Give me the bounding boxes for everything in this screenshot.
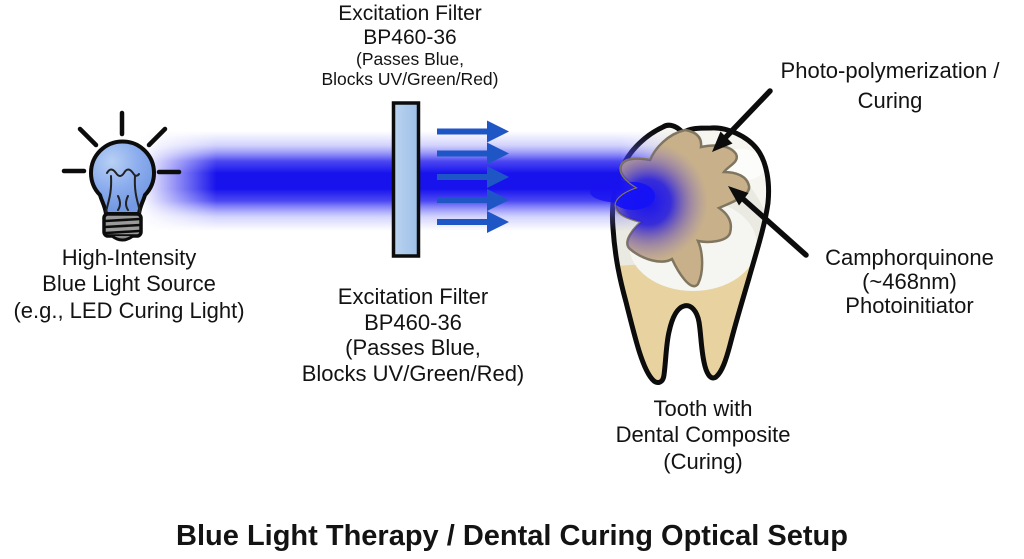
blue-beam [140,131,705,231]
light-source-label: High-Intensity Blue Light Source (e.g., … [0,245,264,324]
filter-label-line: Blocks UV/Green/Red) [321,69,499,90]
filter-label-line: (Passes Blue, [356,49,464,70]
beam-arrow [437,189,509,211]
excitation-filter-label-top: Excitation Filter BP460-36 (Passes Blue,… [280,2,540,89]
filter-label-line: Blocks UV/Green/Red) [301,361,525,387]
tooth-caption-line: Tooth with [653,396,753,421]
bulb-rays [61,110,182,175]
filter-label-line: BP460-36 [363,25,457,49]
filter-label-line: BP460-36 [364,309,462,335]
photo-label-line: Curing [857,87,923,113]
bulb-base [102,212,143,242]
beam-arrow [437,120,509,143]
source-label-line: Blue Light Source [42,271,216,297]
camphor-label-line: Camphorquinone [825,245,994,270]
tooth-caption: Tooth with Dental Composite (Curing) [573,396,833,475]
source-label-line: High-Intensity [61,245,197,270]
tooth-caption-line: (Curing) [663,448,743,474]
bulb-filament [105,168,141,213]
filter-label-line: (Passes Blue, [345,335,481,361]
light-bulb-icon [61,110,182,242]
beam-arrow [437,211,509,233]
tooth-caption-line: Dental Composite [615,422,791,448]
annotation-arrow-photo [712,88,773,152]
page-title: Blue Light Therapy / Dental Curing Optic… [176,520,848,552]
source-label-line: (e.g., LED Curing Light) [13,297,245,323]
camphorquinone-label: Camphorquinone (~468nm) Photoinitiator [795,246,1024,317]
beam-arrows [437,120,509,233]
filter-label-line: Excitation Filter [337,284,489,309]
camphor-label-line: (~468nm) [862,268,957,294]
photo-label-line: Photo-polymerization / [780,58,1000,83]
excitation-filter-glass [391,101,421,258]
excitation-filter-label-bottom: Excitation Filter BP460-36 (Passes Blue,… [283,284,543,387]
camphor-label-line: Photoinitiator [845,292,974,318]
beam-arrow [437,142,509,165]
photo-polymerization-label: Photo-polymerization / Curing [756,56,1024,115]
annotation-arrow-camphor [728,186,809,258]
beam-arrow [437,166,509,188]
filter-label-line: Excitation Filter [338,2,482,25]
